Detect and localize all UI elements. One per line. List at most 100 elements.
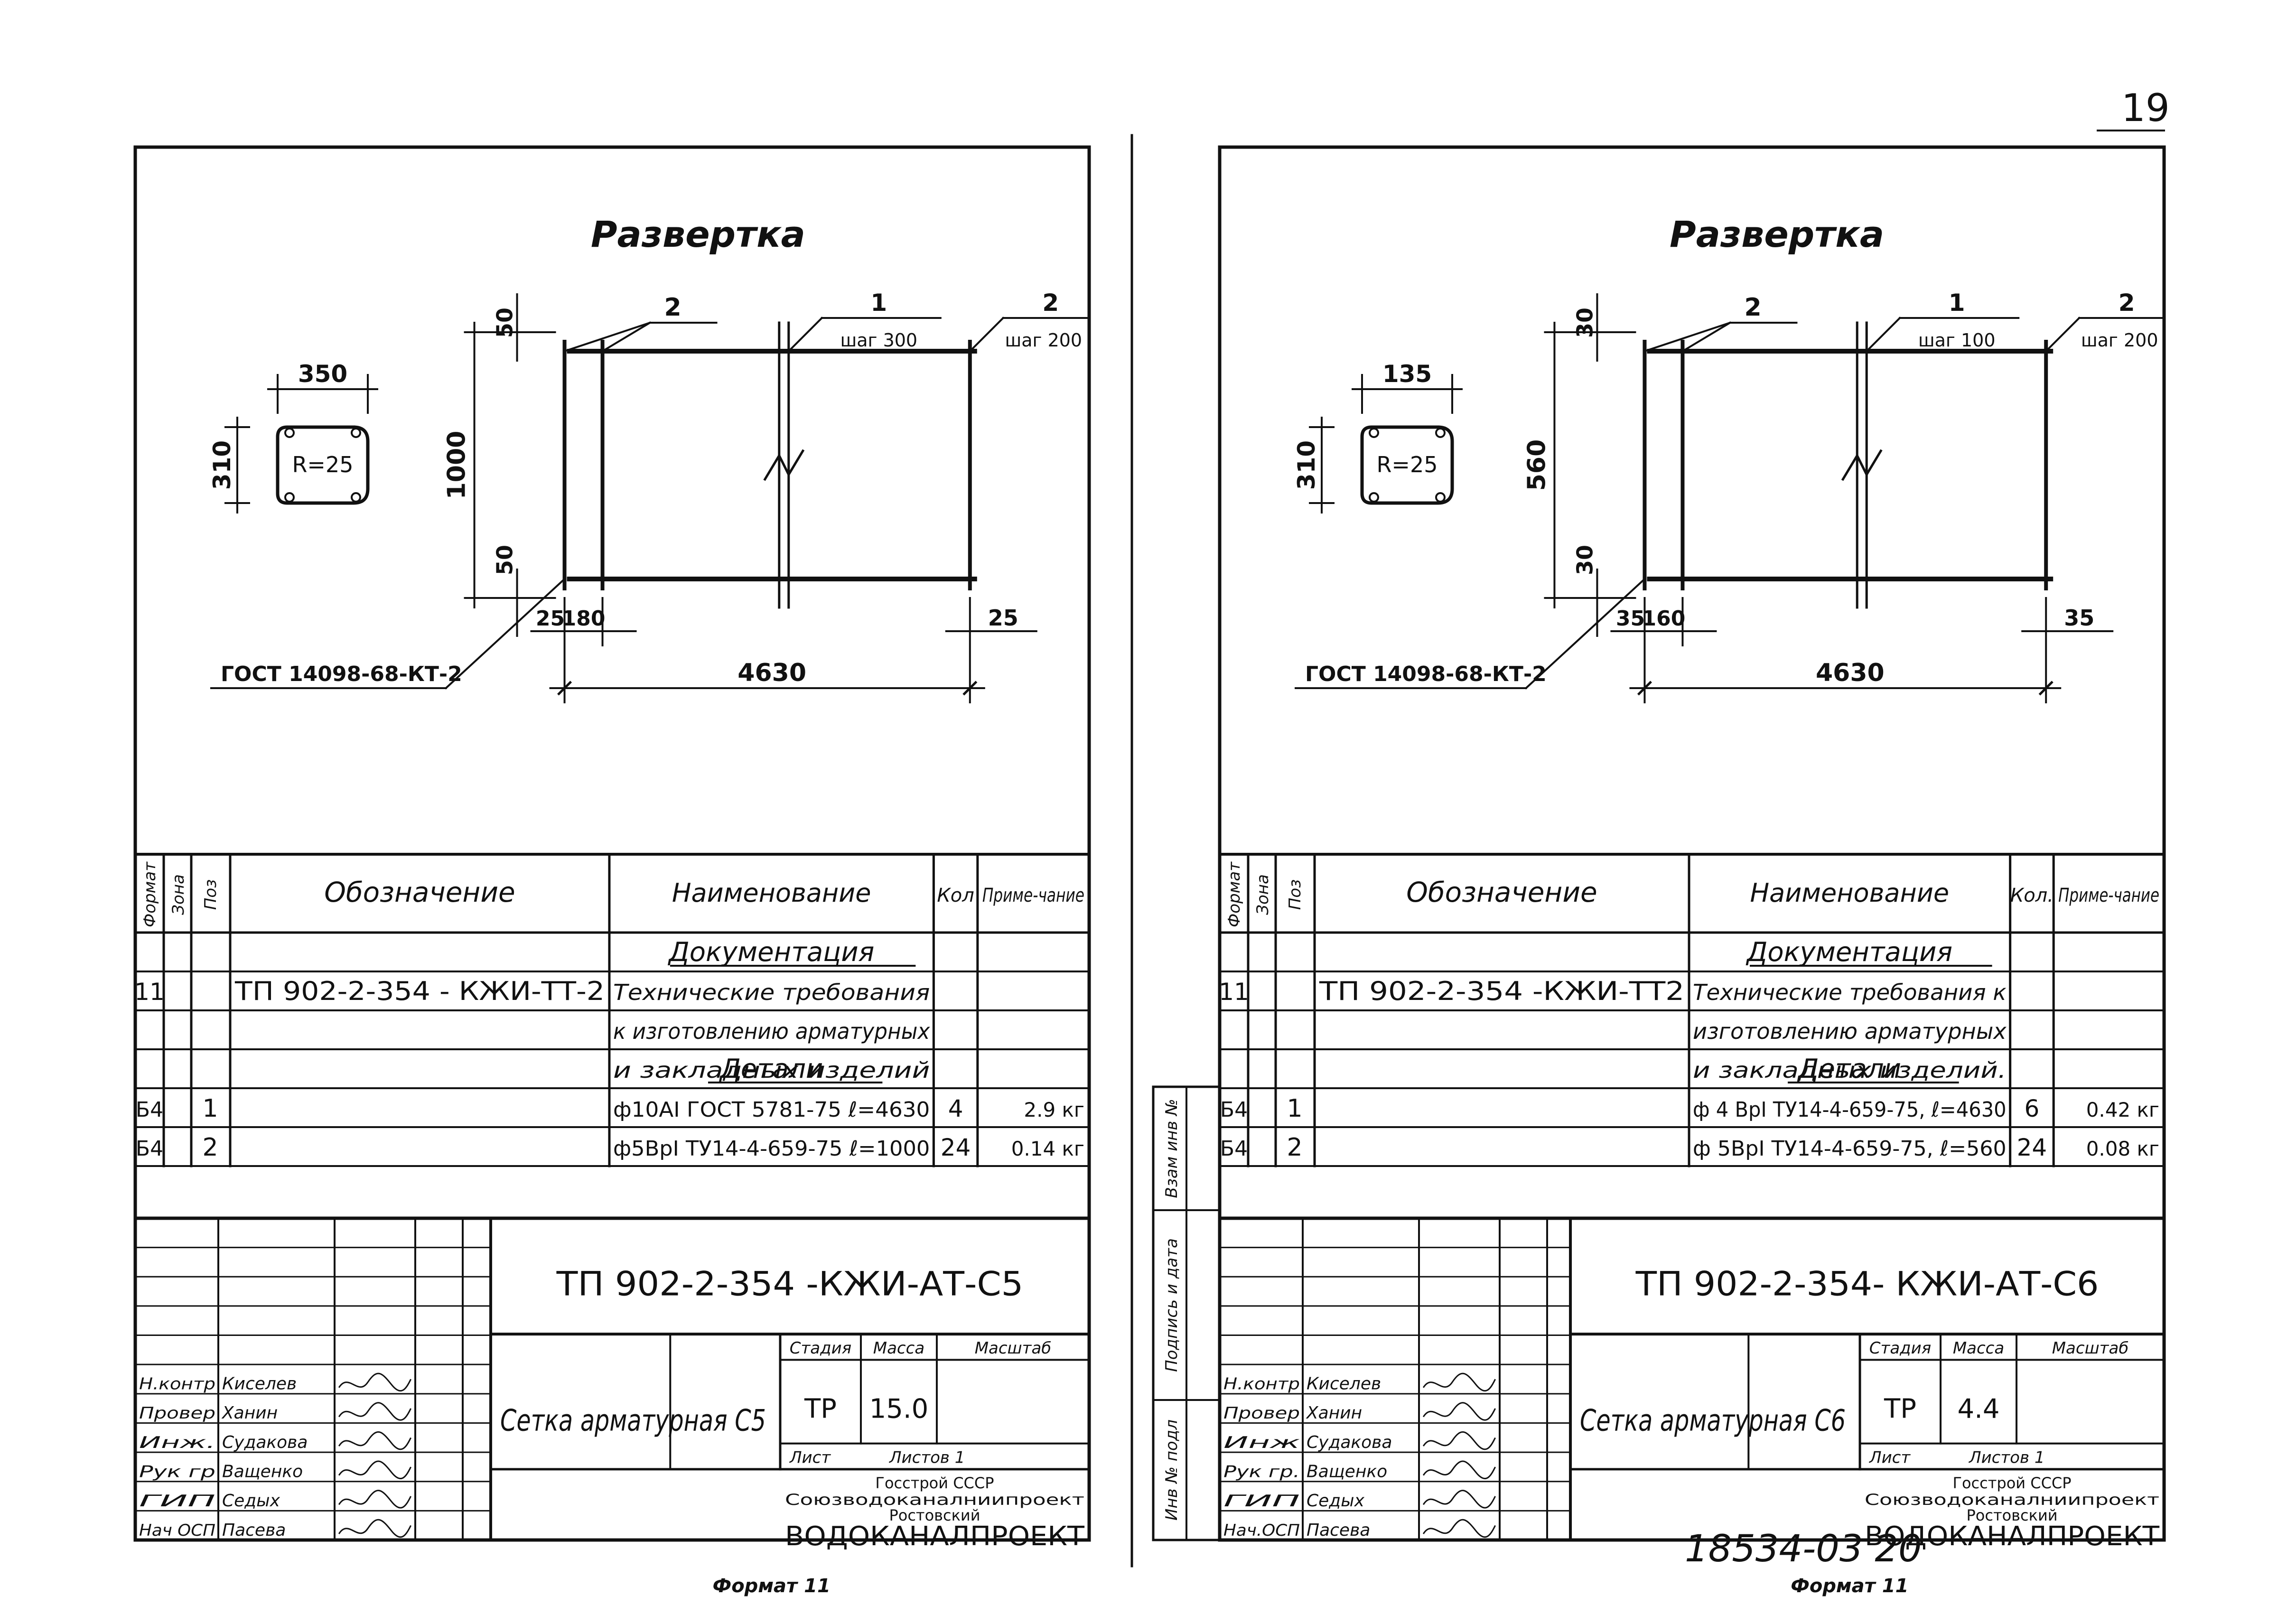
offset-bottom-dim: 50: [492, 545, 518, 575]
signature-mark: [338, 1519, 412, 1538]
bar-section: [284, 492, 295, 503]
leader: [563, 321, 652, 353]
mass-label: Масса: [1953, 1339, 2004, 1358]
signature-mark: [1422, 1490, 1496, 1509]
cell-name: и закладных изделий.: [1693, 1057, 2007, 1083]
page-number: 19: [2121, 86, 2170, 130]
side-stamp-label: Подпись и дата: [1162, 1238, 1181, 1372]
stage-value: ТР: [1884, 1393, 1916, 1424]
dim-tick: [2038, 681, 2054, 696]
pos2-label-left: 2: [1744, 293, 1761, 322]
cell-name: Технические требования к: [1693, 980, 2007, 1005]
role-label: Н.контр: [1223, 1375, 1300, 1394]
hdr-qty: Кол: [937, 885, 974, 906]
leader: [444, 578, 566, 690]
hdr-qty: Кол.: [2010, 885, 2054, 906]
dim-tick: [1637, 681, 1652, 696]
leader: [601, 321, 652, 353]
cell-name: ф 5ВрI ТУ14-4-659-75, ℓ=560: [1693, 1137, 2007, 1161]
radius-label: R=25: [292, 452, 353, 477]
hdr-pos: Поз: [201, 879, 220, 910]
section-width-dim: 135: [1382, 360, 1432, 388]
signature-mark: [1422, 1460, 1496, 1479]
signature-mark: [1422, 1431, 1496, 1450]
mass-value: 4.4: [1957, 1393, 1999, 1424]
pos1-step: шаг 300: [840, 330, 917, 351]
hdr-zone: Зона: [169, 874, 188, 915]
stage-label: Стадия: [790, 1339, 851, 1358]
leader: [2044, 317, 2081, 353]
product-name: Сетка арматурная С5: [500, 1403, 766, 1437]
cell-note: 0.14 кг: [1011, 1137, 1084, 1160]
bar-section: [351, 428, 361, 438]
bar-section: [1435, 492, 1446, 503]
signature-mark: [1422, 1402, 1496, 1421]
cell-qty: 4: [948, 1095, 963, 1122]
height-total-dim: 1000: [443, 431, 471, 500]
pos2-step: шаг 200: [2081, 330, 2158, 351]
leader: [1524, 578, 1646, 690]
org-line: Госстрой СССР: [875, 1474, 994, 1492]
org-line: Союзводоканалниипроект: [785, 1491, 1084, 1509]
bottom-gap-dim: 160: [1642, 607, 1686, 631]
cell-format: Б4: [1220, 1137, 1248, 1161]
section-details: Детали: [1797, 1054, 1901, 1084]
cell-name: к изготовлению арматурных: [613, 1018, 930, 1044]
cell-format: 11: [1219, 978, 1249, 1006]
pos1-label: 1: [1949, 289, 1965, 317]
cell-format: 11: [134, 978, 165, 1006]
section-documentation: Документация: [1746, 937, 1952, 968]
bottom-left-offset-dim: 35: [1616, 607, 1645, 631]
cell-note: 0.08 кг: [2086, 1137, 2159, 1160]
cell-qty: 24: [941, 1134, 971, 1161]
bar-section: [1369, 428, 1379, 438]
section-height-dim: 310: [1293, 440, 1320, 490]
hdr-zone: Зона: [1253, 874, 1272, 915]
role-label: Инж.: [139, 1433, 215, 1452]
bar-section: [351, 492, 361, 503]
hdr-format: Формат: [140, 861, 159, 927]
org-line: Ростовский: [889, 1506, 980, 1524]
cell-name: и закладных изделий: [613, 1057, 930, 1083]
signer-name: Седых: [1307, 1491, 1365, 1511]
section-width-dim: 350: [298, 360, 347, 388]
signer-name: Седых: [222, 1491, 280, 1511]
bottom-right-offset-dim: 35: [2064, 605, 2094, 631]
role-label: Нач ОСП: [139, 1521, 215, 1540]
role-label: Рук гр: [139, 1462, 215, 1481]
weld-gost-label: ГОСТ 14098-68-КТ-2: [221, 662, 462, 686]
signature-mark: [1422, 1519, 1496, 1538]
hdr-format: Формат: [1225, 861, 1244, 927]
break-mark: [763, 449, 805, 481]
radius-label: R=25: [1376, 452, 1438, 477]
mass-label: Масса: [873, 1339, 924, 1358]
sheet-label: Лист: [1868, 1448, 1911, 1467]
role-label: Н.контр: [139, 1375, 215, 1394]
signer-name: Пасева: [1307, 1521, 1370, 1540]
role-label: Провер: [1223, 1404, 1300, 1423]
archive-code: 18534-03 20: [1685, 1528, 1922, 1570]
signer-name: Ханин: [221, 1403, 278, 1423]
signer-name: Пасева: [222, 1521, 286, 1540]
hdr-name: Наименование: [1750, 878, 1950, 908]
cell-format: Б4: [136, 1098, 163, 1122]
signer-name: Судакова: [222, 1433, 308, 1452]
cell-name: Технические требования: [613, 980, 930, 1005]
org-line: Ростовский: [1966, 1506, 2057, 1524]
leader: [1643, 321, 1731, 353]
offset-top-dim: 30: [1572, 308, 1597, 338]
bar-section: [1435, 428, 1446, 438]
doc-code: ТП 902-2-354- КЖИ-АТ-С6: [1635, 1265, 2099, 1304]
pos1-label: 1: [870, 289, 887, 317]
role-label: Нач.ОСП: [1223, 1521, 1300, 1540]
bottom-left-offset-dim: 25: [536, 607, 565, 631]
bar-section: [1369, 492, 1379, 503]
role-label: Рук гр.: [1223, 1462, 1300, 1481]
length-dim: 4630: [737, 659, 806, 687]
cell-designation: ТП 902-2-354 -КЖИ-ТТ2: [1319, 976, 1684, 1006]
hdr-designation: Обозначение: [1406, 876, 1597, 908]
cell-designation: ТП 902-2-354 - КЖИ-ТТ-2: [234, 976, 605, 1006]
role-label: Инж: [1223, 1433, 1300, 1452]
cell-name: изготовлению арматурных: [1693, 1018, 2007, 1044]
